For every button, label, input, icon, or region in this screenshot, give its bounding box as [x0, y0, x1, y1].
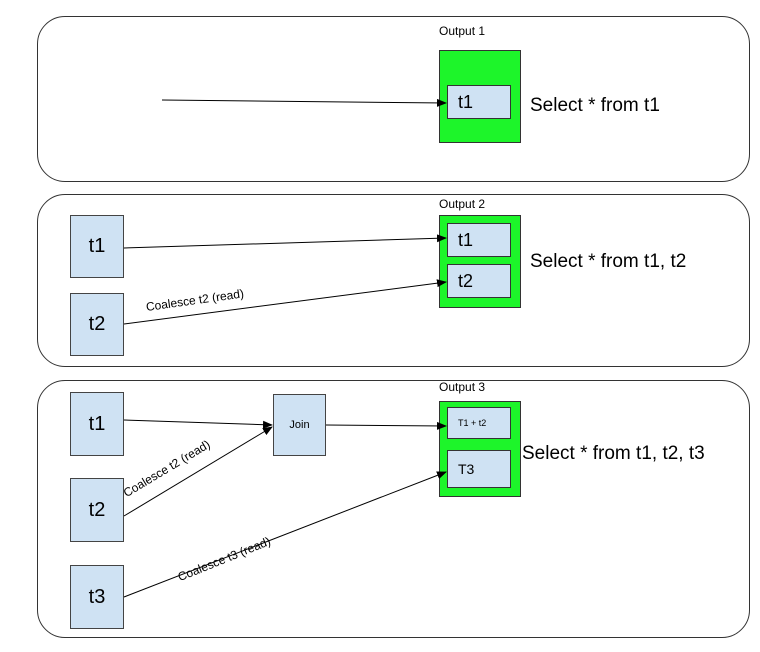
source-2-t2: t2 [70, 293, 124, 356]
source-3-t1: t1 [70, 392, 124, 456]
output-2-table-t2: t2 [447, 264, 511, 298]
panel-output-1 [37, 16, 750, 182]
output-1-table-t1: t1 [447, 85, 511, 119]
query-3: Select * from t1, t2, t3 [522, 443, 705, 464]
panel-output-3 [37, 380, 750, 638]
source-3-t2: t2 [70, 478, 124, 542]
join-box: Join [273, 394, 326, 456]
output-3-label: Output 3 [439, 380, 486, 394]
output-1-label: Output 1 [439, 24, 486, 38]
source-2-t1: t1 [70, 215, 124, 278]
query-2: Select * from t1, t2 [530, 251, 687, 272]
panel-output-2 [37, 194, 750, 367]
source-3-t3: t3 [70, 565, 124, 629]
output-2-label: Output 2 [439, 197, 486, 211]
output-2-table-t1: t1 [447, 223, 511, 257]
query-1: Select * from t1 [530, 95, 660, 116]
output-3-table-t1t2: T1 + t2 [447, 407, 511, 439]
output-3-table-t3: T3 [447, 450, 511, 488]
